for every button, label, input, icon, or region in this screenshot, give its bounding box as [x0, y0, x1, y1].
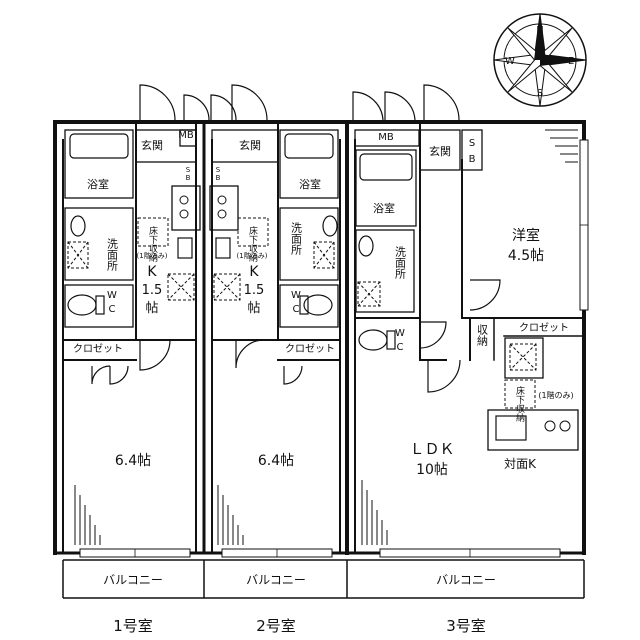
compass-icon: N E S W — [493, 13, 587, 107]
label-w-2: W — [291, 290, 301, 301]
hatching — [74, 129, 578, 545]
label-balcony-3: バルコニー — [436, 573, 496, 587]
washer-spaces — [67, 241, 537, 371]
label-w-3: W — [395, 328, 405, 339]
label-ldk: ＬＤＫ — [409, 440, 454, 458]
label-yukashita-2: 床下収納 — [247, 225, 258, 263]
label-genkan-3: 玄関 — [429, 144, 451, 158]
label-balcony-1: バルコニー — [103, 573, 163, 587]
label-bath-2: 浴室 — [299, 177, 321, 191]
label-1kai-1: (1階のみ) — [137, 251, 168, 260]
label-k-2: K — [249, 264, 259, 280]
label-yoshitsu-size: 4.5帖 — [508, 248, 544, 264]
unit-name-1: 1号室 — [113, 617, 153, 635]
label-c-2: C — [293, 304, 300, 315]
label-s-2: S — [216, 166, 221, 174]
floor-storage-boxes — [137, 217, 536, 409]
compass-n: N — [536, 25, 543, 36]
label-yukashita-1: 床下収納 — [147, 225, 158, 263]
compass-w: W — [505, 56, 515, 67]
label-closet-1: クロゼット — [73, 343, 123, 355]
label-washroom-2: 洗面所 — [290, 222, 303, 256]
compass-s: S — [537, 88, 543, 99]
label-washroom-1: 洗面所 — [106, 238, 119, 272]
entry-doors — [139, 84, 460, 121]
label-1kai-3: (1階のみ) — [538, 390, 573, 400]
label-washroom-3: 洗面所 — [394, 246, 407, 280]
label-1kai-2: (1階のみ) — [237, 251, 268, 260]
balcony-strip — [62, 559, 585, 599]
label-b-2: B — [216, 174, 221, 182]
window-mullions — [134, 224, 588, 557]
label-k-jo-1: 帖 — [145, 301, 158, 316]
label-s-3: S — [469, 138, 475, 149]
unit-name-2: 2号室 — [256, 617, 296, 635]
label-mb-1: MB — [178, 130, 194, 141]
label-taimen-k: 対面K — [504, 457, 537, 471]
unit-name-3: 3号室 — [446, 617, 486, 635]
label-yukashita-3: 床下収納 — [514, 385, 525, 423]
label-c-1: C — [109, 304, 116, 315]
room-outlines — [64, 129, 579, 451]
sink-icons — [70, 215, 527, 441]
interior-doors — [91, 279, 501, 393]
label-b-3: B — [469, 154, 476, 165]
label-mb-3: MB — [378, 132, 394, 143]
label-w-1: W — [107, 290, 117, 301]
label-k-1: K — [147, 264, 157, 280]
label-balcony-2: バルコニー — [246, 573, 306, 587]
bathtub-icons — [69, 133, 413, 181]
stove-icons — [179, 195, 571, 432]
toilet-icons — [67, 294, 396, 351]
label-room-1: 6.4帖 — [115, 453, 151, 469]
label-closet-2: クロゼット — [285, 343, 335, 355]
label-closet-3: クロゼット — [519, 322, 569, 334]
label-c-3: C — [397, 342, 404, 353]
label-shuno: 収納 — [476, 324, 489, 347]
walls — [53, 120, 586, 555]
label-ldk-size: 10帖 — [416, 462, 448, 478]
label-b-1: B — [186, 174, 191, 182]
label-room-2: 6.4帖 — [258, 453, 294, 469]
label-bath-3: 浴室 — [373, 201, 395, 215]
label-k-jo-2: 帖 — [247, 301, 260, 316]
label-genkan-1: 玄関 — [141, 138, 163, 152]
label-k-size-1: 1.5 — [142, 283, 163, 298]
label-yoshitsu: 洋室 — [512, 227, 540, 244]
label-genkan-2: 玄関 — [239, 138, 261, 152]
label-bath-1: 浴室 — [87, 177, 109, 191]
compass-e: E — [568, 56, 574, 67]
label-k-size-2: 1.5 — [244, 283, 265, 298]
label-s-1: S — [186, 166, 191, 174]
